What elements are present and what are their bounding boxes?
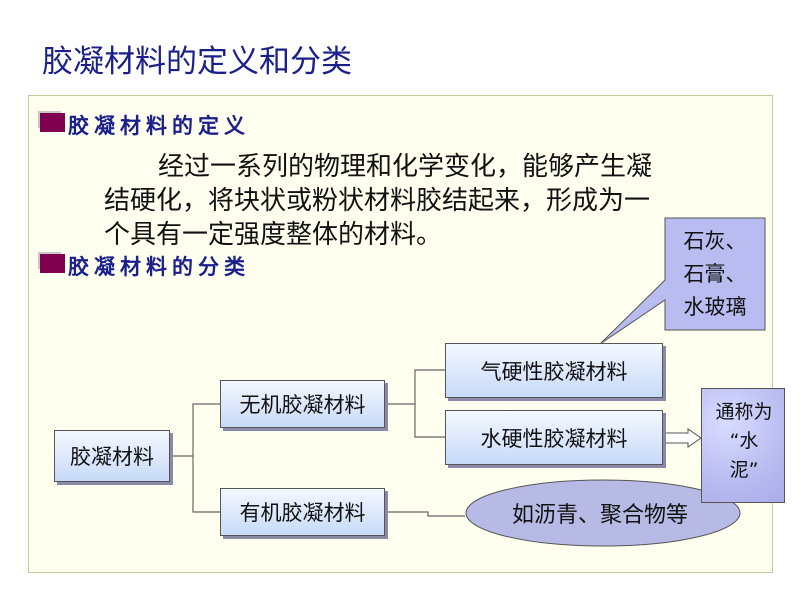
inorganic-node: 无机胶凝材料: [220, 380, 385, 428]
definition-line-2: 结硬化，将块状或粉状材料胶结起来，形成为一: [104, 186, 651, 216]
page-title: 胶凝材料的定义和分类: [42, 44, 352, 80]
folder-bullet-icon: [40, 113, 65, 132]
hydraulic-note: 通称为 “水 泥”: [701, 388, 785, 503]
organic-examples-text: 如沥青、聚合物等: [512, 503, 689, 528]
organic-node: 有机胶凝材料: [220, 488, 385, 536]
organic-examples-ellipse: [465, 479, 741, 547]
definition-line-3: 个具有一定强度整体的材料。: [104, 220, 443, 250]
root-connector: [170, 403, 220, 513]
hydraulic-node: 水硬性胶凝材料: [445, 410, 663, 465]
air-hardening-node: 气硬性胶凝材料: [445, 343, 663, 398]
air-examples-text: 石灰、 石膏、 水玻璃: [683, 229, 747, 319]
air-examples-callout: [599, 217, 766, 345]
definition-line-1: 经过一系列的物理和化学变化，能够产生凝: [158, 152, 653, 182]
hydraulic-arrow: [664, 428, 702, 448]
inorganic-connector: [385, 369, 445, 438]
classification-heading: 胶凝材料的分类: [68, 255, 250, 279]
folder-bullet-icon: [40, 254, 65, 273]
definition-heading: 胶凝材料的定义: [68, 114, 250, 138]
root-node: 胶凝材料: [54, 430, 170, 482]
organic-connector: [385, 511, 465, 517]
